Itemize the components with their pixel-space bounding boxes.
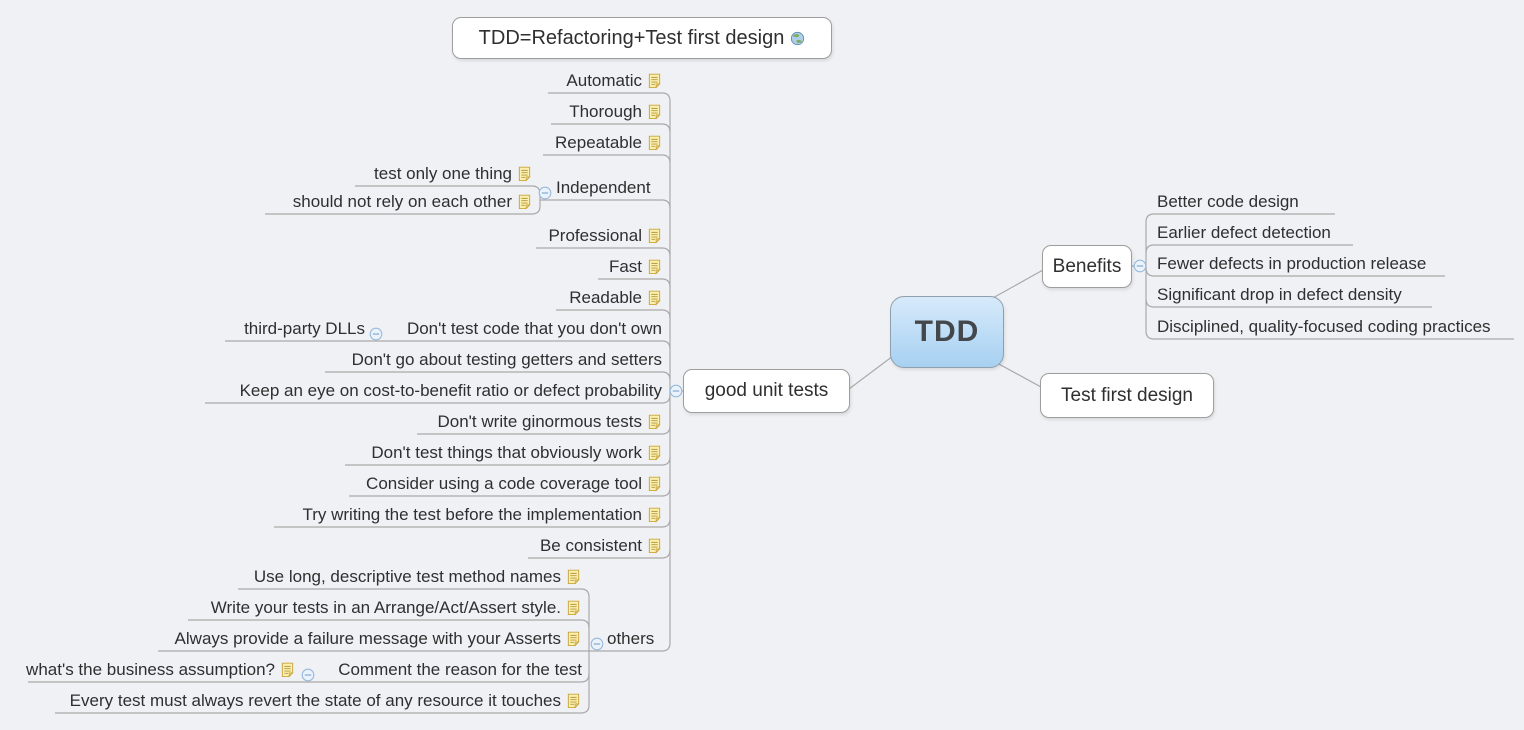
topic-readable[interactable]: Readable — [532, 287, 662, 309]
note-icon[interactable] — [647, 73, 662, 89]
note-icon[interactable] — [566, 600, 581, 616]
topic-earlier-defect-detection[interactable]: Earlier defect detection — [1157, 222, 1377, 244]
topic-should-not-rely[interactable]: should not rely on each other — [252, 191, 532, 213]
globe-icon[interactable] — [790, 31, 805, 46]
topic-thorough[interactable]: Thorough — [512, 101, 662, 123]
topic-test-first-design[interactable]: Test first design — [1040, 373, 1214, 418]
topic-dont-test-getters-setters[interactable]: Don't go about testing getters and sette… — [322, 349, 662, 371]
collapse-icon-comment-reason[interactable] — [301, 668, 315, 682]
topic-disciplined-practices[interactable]: Disciplined, quality-focused coding prac… — [1157, 316, 1517, 338]
topic-others[interactable]: others — [607, 628, 667, 650]
root-label: TDD — [914, 315, 980, 348]
topic-label: Better code design — [1157, 192, 1299, 211]
topic-label: what's the business assumption? — [26, 660, 275, 679]
topic-code-coverage-tool[interactable]: Consider using a code coverage tool — [342, 473, 662, 495]
topic-comment-reason-for-test[interactable]: Comment the reason for the test — [317, 659, 582, 681]
topic-third-party-dlls[interactable]: third-party DLLs — [220, 318, 365, 340]
topic-floating-title[interactable]: TDD=Refactoring+Test first design — [452, 17, 832, 59]
topic-label: Don't test code that you don't own — [406, 319, 662, 338]
topic-automatic[interactable]: Automatic — [512, 70, 662, 92]
topic-label: Fewer defects in production release — [1157, 254, 1427, 273]
collapse-icon-others[interactable] — [590, 637, 604, 651]
topic-label: Every test must always revert the state … — [69, 691, 561, 710]
topic-long-test-method-names[interactable]: Use long, descriptive test method names — [236, 566, 581, 588]
note-icon[interactable] — [566, 569, 581, 585]
benefits-label: Benefits — [1052, 255, 1122, 277]
topic-label: third-party DLLs — [244, 319, 365, 338]
topic-dont-test-code-you-dont-own[interactable]: Don't test code that you don't own — [382, 318, 662, 340]
collapse-icon-independent[interactable] — [538, 186, 552, 200]
topic-arrange-act-assert[interactable]: Write your tests in an Arrange/Act/Asser… — [186, 597, 581, 619]
topic-repeatable[interactable]: Repeatable — [512, 132, 662, 154]
topic-label: Disciplined, quality-focused coding prac… — [1157, 317, 1491, 336]
test-first-design-label: Test first design — [1061, 384, 1193, 406]
good-unit-tests-label: good unit tests — [704, 380, 829, 401]
note-icon[interactable] — [517, 194, 532, 210]
note-icon[interactable] — [647, 476, 662, 492]
topic-better-code-design[interactable]: Better code design — [1157, 191, 1357, 213]
topic-root-tdd[interactable]: TDD — [890, 296, 1004, 368]
floating-title-label: TDD=Refactoring+Test first design — [478, 26, 785, 49]
topic-cost-benefit-ratio[interactable]: Keep an eye on cost-to-benefit ratio or … — [202, 380, 662, 402]
note-icon[interactable] — [566, 693, 581, 709]
note-icon[interactable] — [517, 166, 532, 182]
note-icon[interactable] — [647, 538, 662, 554]
topic-label: test only one thing — [374, 164, 512, 183]
topic-good-unit-tests[interactable]: good unit tests — [683, 369, 850, 413]
topic-test-only-one-thing[interactable]: test only one thing — [332, 163, 532, 185]
topic-be-consistent[interactable]: Be consistent — [522, 535, 662, 557]
topic-label: Don't write ginormous tests — [437, 412, 643, 431]
topic-label: Be consistent — [539, 536, 642, 555]
topic-label: Thorough — [569, 102, 642, 121]
topic-label: Try writing the test before the implemen… — [302, 505, 642, 524]
topic-business-assumption[interactable]: what's the business assumption? — [26, 659, 295, 681]
note-icon[interactable] — [647, 135, 662, 151]
topic-label: Readable — [569, 288, 642, 307]
topic-benefits[interactable]: Benefits — [1042, 245, 1132, 288]
note-icon[interactable] — [566, 631, 581, 647]
topic-label: Write your tests in an Arrange/Act/Asser… — [210, 598, 561, 617]
collapse-icon-dont-test-code[interactable] — [369, 327, 383, 341]
topic-label: Use long, descriptive test method names — [253, 567, 561, 586]
topic-fewer-defects[interactable]: Fewer defects in production release — [1157, 253, 1457, 275]
topic-label: Automatic — [566, 71, 642, 90]
collapse-icon-benefits[interactable] — [1133, 259, 1147, 273]
topic-label: should not rely on each other — [292, 192, 512, 211]
topic-fast[interactable]: Fast — [542, 256, 662, 278]
note-icon[interactable] — [647, 104, 662, 120]
topic-label: Comment the reason for the test — [338, 660, 582, 679]
topic-label: Significant drop in defect density — [1157, 285, 1402, 304]
topic-defect-density-drop[interactable]: Significant drop in defect density — [1157, 284, 1447, 306]
note-icon[interactable] — [280, 662, 295, 678]
topic-label: Consider using a code coverage tool — [366, 474, 642, 493]
note-icon[interactable] — [647, 414, 662, 430]
topic-label: Earlier defect detection — [1157, 223, 1331, 242]
topic-label: Keep an eye on cost-to-benefit ratio or … — [239, 381, 662, 400]
collapse-icon-good-unit-tests[interactable] — [669, 384, 683, 398]
topic-label: Don't go about testing getters and sette… — [351, 350, 662, 369]
topic-test-before-implementation[interactable]: Try writing the test before the implemen… — [272, 504, 662, 526]
topic-failure-message-asserts[interactable]: Always provide a failure message with yo… — [156, 628, 581, 650]
note-icon[interactable] — [647, 507, 662, 523]
topic-revert-resource-state[interactable]: Every test must always revert the state … — [56, 690, 581, 712]
topic-professional[interactable]: Professional — [512, 225, 662, 247]
topic-label: Don't test things that obviously work — [371, 443, 642, 462]
topic-label: Always provide a failure message with yo… — [174, 629, 561, 648]
topic-label: Professional — [548, 226, 642, 245]
topic-label: Fast — [608, 257, 642, 276]
note-icon[interactable] — [647, 259, 662, 275]
note-icon[interactable] — [647, 290, 662, 306]
note-icon[interactable] — [647, 445, 662, 461]
topic-independent[interactable]: Independent — [556, 177, 662, 199]
topic-dont-write-ginormous-tests[interactable]: Don't write ginormous tests — [412, 411, 662, 433]
topic-label: Repeatable — [555, 133, 642, 152]
topic-label: Independent — [556, 178, 651, 197]
topic-dont-test-obvious[interactable]: Don't test things that obviously work — [342, 442, 662, 464]
topic-label: others — [607, 629, 655, 648]
note-icon[interactable] — [647, 228, 662, 244]
